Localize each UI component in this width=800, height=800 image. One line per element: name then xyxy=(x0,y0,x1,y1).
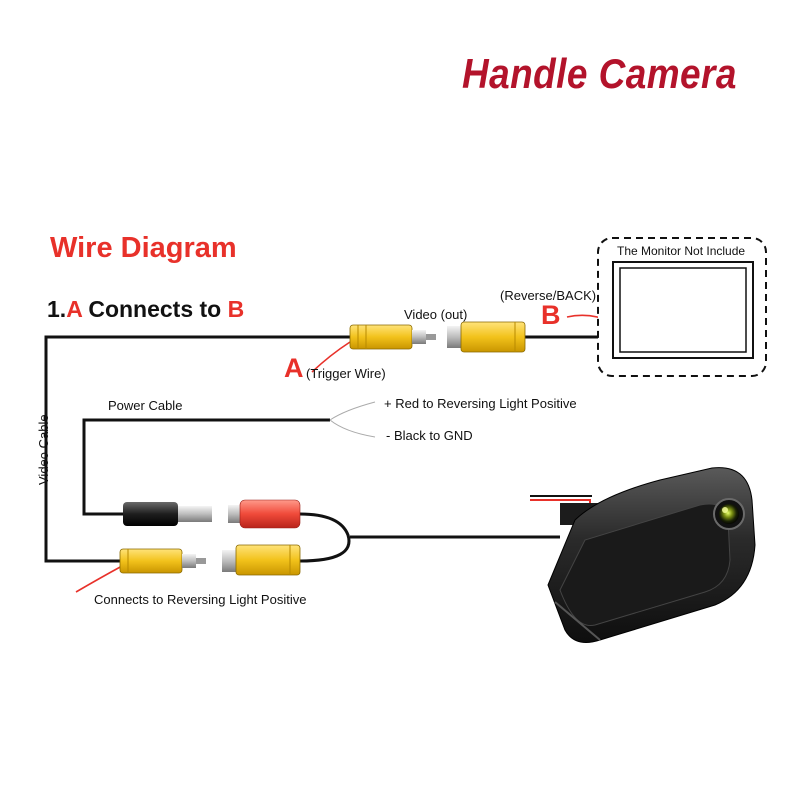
monitor xyxy=(597,237,767,377)
wires xyxy=(44,335,598,563)
video-out-label: Video (out) xyxy=(404,307,468,322)
reversing-light-label: Connects to Reversing Light Positive xyxy=(94,592,307,607)
power-cable-wire xyxy=(82,418,330,516)
connects-to-text: Connects to xyxy=(81,296,228,322)
a-pointer-line xyxy=(311,341,351,373)
dc-plug-male xyxy=(123,502,212,526)
video-cable-wire xyxy=(44,335,350,563)
black-gnd-label: - Black to GND xyxy=(386,428,473,443)
monitor-note: The Monitor Not Include xyxy=(617,244,746,258)
power-cable-label: Power Cable xyxy=(108,398,183,413)
connection-instruction: 1.A Connects to B xyxy=(47,296,244,323)
video-cable-label: Video Cable xyxy=(36,414,51,485)
connector-a-label: A xyxy=(66,296,82,322)
red-positive-label: + Red to Reversing Light Positive xyxy=(384,396,577,411)
trigger-wire-label: (Trigger Wire) xyxy=(306,366,386,381)
reverse-back-label: (Reverse/BACK) xyxy=(500,288,597,303)
connector-b-label: B xyxy=(227,296,245,322)
page-title: Handle Camera xyxy=(462,50,737,97)
b-marker: B xyxy=(541,300,561,330)
reversing-pointer-line xyxy=(75,565,123,593)
step-number: 1. xyxy=(47,296,67,322)
handle-camera xyxy=(530,467,756,643)
a-marker: A xyxy=(284,353,304,383)
rca-male-top xyxy=(349,324,436,350)
rca-male-bottom xyxy=(119,548,206,574)
diagram-heading: Wire Diagram xyxy=(50,232,237,264)
dc-plug-female xyxy=(228,499,301,529)
rca-female-bottom xyxy=(222,544,301,576)
y-split-wire xyxy=(299,512,351,563)
split-thin-lines xyxy=(329,401,376,438)
rca-female-top xyxy=(447,321,526,353)
